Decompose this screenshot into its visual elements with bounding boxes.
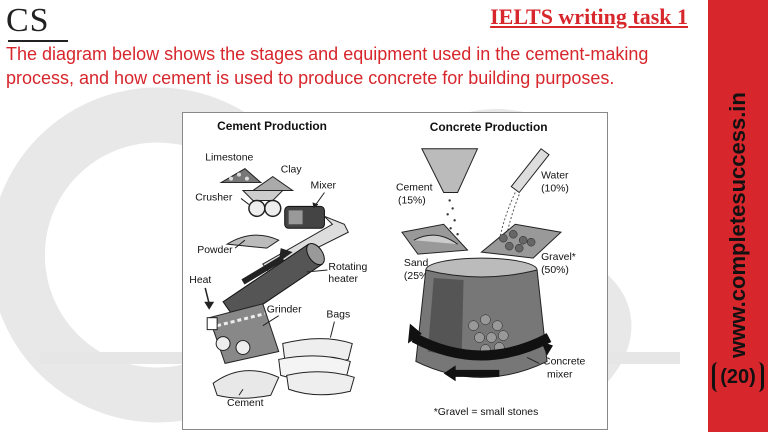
heat-label: Heat — [189, 275, 211, 286]
concrete-mixer-icon — [407, 257, 553, 382]
cement-output-label: Cement — [227, 398, 264, 409]
water-percent-label: (10%) — [541, 184, 569, 195]
intro-text: The diagram below shows the stages and e… — [6, 44, 649, 88]
sidebar: www.completesuccess.in (20) — [708, 0, 768, 432]
cement-ingredient-label: Cement — [396, 183, 433, 194]
website-url[interactable]: www.completesuccess.in — [725, 91, 750, 358]
cement-concrete-diagram: Cement Production Limestone Clay Crusher… — [182, 112, 608, 430]
logo-underline — [8, 40, 68, 42]
mixer-label: Mixer — [311, 181, 337, 192]
grinder-icon — [206, 303, 280, 364]
cement-percent-label: (15%) — [398, 195, 426, 206]
mixer-icon — [284, 192, 325, 229]
crusher-label: Crusher — [195, 192, 233, 203]
page-number: (20) — [712, 362, 764, 392]
rotating-heater-label-1: Rotating — [328, 262, 367, 273]
clay-pile-icon — [251, 175, 295, 192]
sand-label: Sand — [404, 258, 429, 269]
cs-logo: CS — [6, 2, 50, 39]
bags-icon — [278, 321, 355, 396]
concrete-mixer-label-1: Concrete — [543, 356, 585, 367]
rotating-heater-label-2: heater — [328, 274, 358, 285]
gravel-label: Gravel* — [541, 252, 576, 263]
concrete-production-title: Concrete Production — [430, 120, 548, 134]
gravel-percent-label: (50%) — [541, 265, 569, 276]
concrete-mixer-label-2: mixer — [547, 369, 573, 380]
heat-arrow-icon — [204, 287, 215, 310]
sand-percent-label: (25%) — [404, 271, 432, 282]
grinder-label: Grinder — [267, 305, 302, 316]
gravel-footnote: *Gravel = small stones — [434, 407, 539, 418]
diagram-svg: Cement Production Limestone Clay Crusher… — [189, 119, 585, 418]
water-label: Water — [541, 171, 569, 182]
crusher-icon — [240, 190, 284, 218]
gravel-scoop-icon — [480, 223, 563, 259]
powder-pile-icon — [225, 234, 280, 249]
cement-pile-icon — [212, 370, 280, 399]
task-title: IELTS writing task 1 — [490, 4, 688, 29]
sand-scoop-icon — [401, 223, 469, 255]
limestone-label: Limestone — [205, 153, 253, 164]
clay-label: Clay — [281, 165, 303, 176]
cement-production-title: Cement Production — [217, 119, 327, 133]
powder-label: Powder — [197, 245, 233, 256]
limestone-pile-icon — [219, 168, 263, 184]
bags-label: Bags — [326, 310, 350, 321]
